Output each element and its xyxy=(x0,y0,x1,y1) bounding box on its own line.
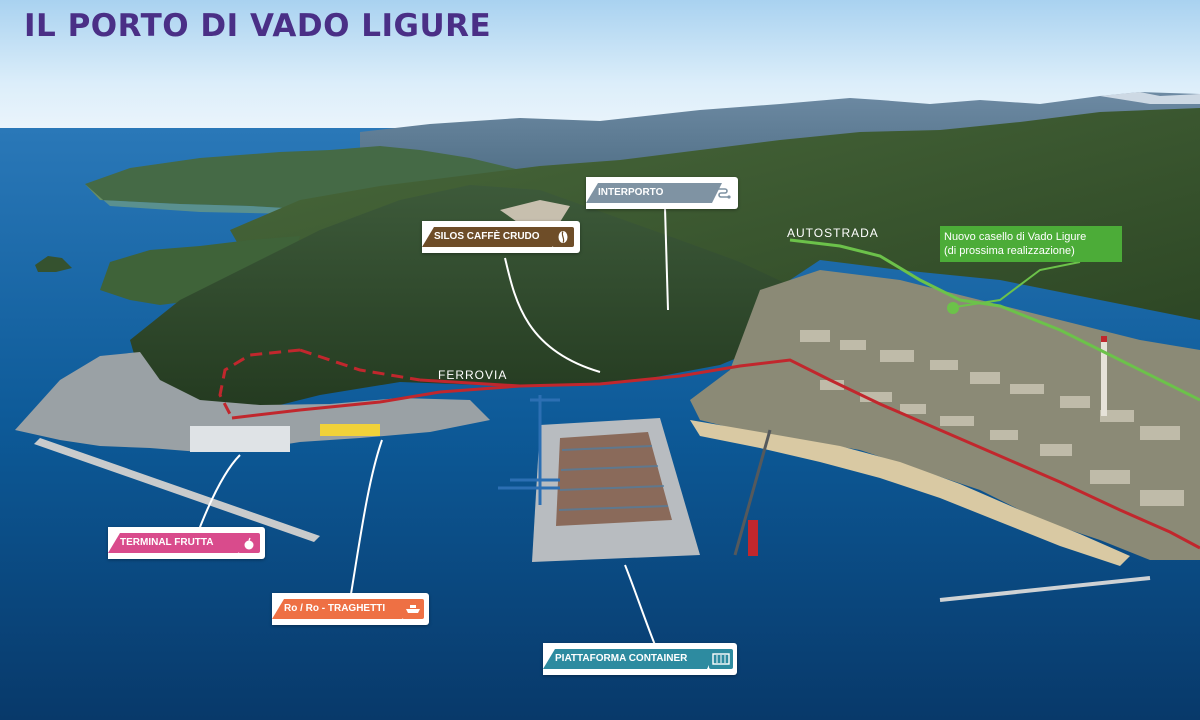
callout-interporto-tag: INTERPORTO xyxy=(586,183,722,203)
front-hill xyxy=(130,185,800,418)
railway-tunnel-top xyxy=(299,348,421,382)
casello-line2: (di prossima realizzazione) xyxy=(944,245,1075,257)
casello-callout[interactable]: Nuovo casello di Vado Ligure (di prossim… xyxy=(940,226,1122,262)
coffee-bean-icon xyxy=(552,227,574,247)
callout-interporto-label: INTERPORTO xyxy=(598,187,664,198)
callout-silos[interactable]: SILOS CAFFÈ CRUDO xyxy=(422,221,580,253)
callout-terminal-frutta-tag: TERMINAL FRUTTA xyxy=(108,533,248,553)
quarry xyxy=(500,200,570,224)
right-pier xyxy=(939,576,1151,602)
casello-line1: Nuovo casello di Vado Ligure xyxy=(944,231,1087,243)
callout-roro[interactable]: Ro / Ro - TRAGHETTI xyxy=(272,593,429,625)
callout-interporto[interactable]: INTERPORTO xyxy=(586,177,738,209)
cranes xyxy=(498,395,560,505)
casello-marker xyxy=(947,302,959,314)
rock-islet xyxy=(35,256,72,272)
ferry xyxy=(320,424,380,436)
highway-line xyxy=(789,238,1200,402)
transfer-route-icon xyxy=(712,183,734,203)
callout-terminal-frutta-label: TERMINAL FRUTTA xyxy=(120,537,214,548)
fruit-terminal-sheds xyxy=(190,426,290,452)
callout-silos-tag: SILOS CAFFÈ CRUDO xyxy=(422,227,562,247)
callout-silos-label: SILOS CAFFÈ CRUDO xyxy=(434,231,540,242)
callout-terminal-frutta[interactable]: TERMINAL FRUTTA xyxy=(108,527,265,559)
breakwater xyxy=(34,438,320,542)
beach xyxy=(690,420,1130,566)
town-buildings xyxy=(800,330,1184,506)
container-icon xyxy=(709,649,733,669)
tanker xyxy=(748,520,758,556)
autostrada-label: AUTOSTRADA xyxy=(787,226,879,240)
container-rows xyxy=(558,445,669,511)
snow-peaks xyxy=(1100,92,1200,104)
callout-roro-tag: Ro / Ro - TRAGHETTI xyxy=(272,599,412,619)
callout-container[interactable]: PIATTAFORMA CONTAINER xyxy=(543,643,737,675)
jetty xyxy=(733,429,772,556)
callout-container-label: PIATTAFORMA CONTAINER xyxy=(555,653,688,664)
ferry-icon xyxy=(402,599,424,619)
railway-tunnel xyxy=(218,348,301,419)
ferrovia-label: FERROVIA xyxy=(438,368,508,382)
page-title: IL PORTO DI VADO LIGURE xyxy=(24,8,492,44)
far-headland-shore xyxy=(85,184,320,214)
chimney xyxy=(1101,336,1107,416)
casello-leader xyxy=(954,261,1081,308)
container-stacks xyxy=(556,432,672,526)
callout-roro-label: Ro / Ro - TRAGHETTI xyxy=(284,603,386,614)
apple-icon xyxy=(238,533,260,553)
railway-line xyxy=(231,358,1200,550)
callout-container-tag: PIATTAFORMA CONTAINER xyxy=(543,649,717,669)
